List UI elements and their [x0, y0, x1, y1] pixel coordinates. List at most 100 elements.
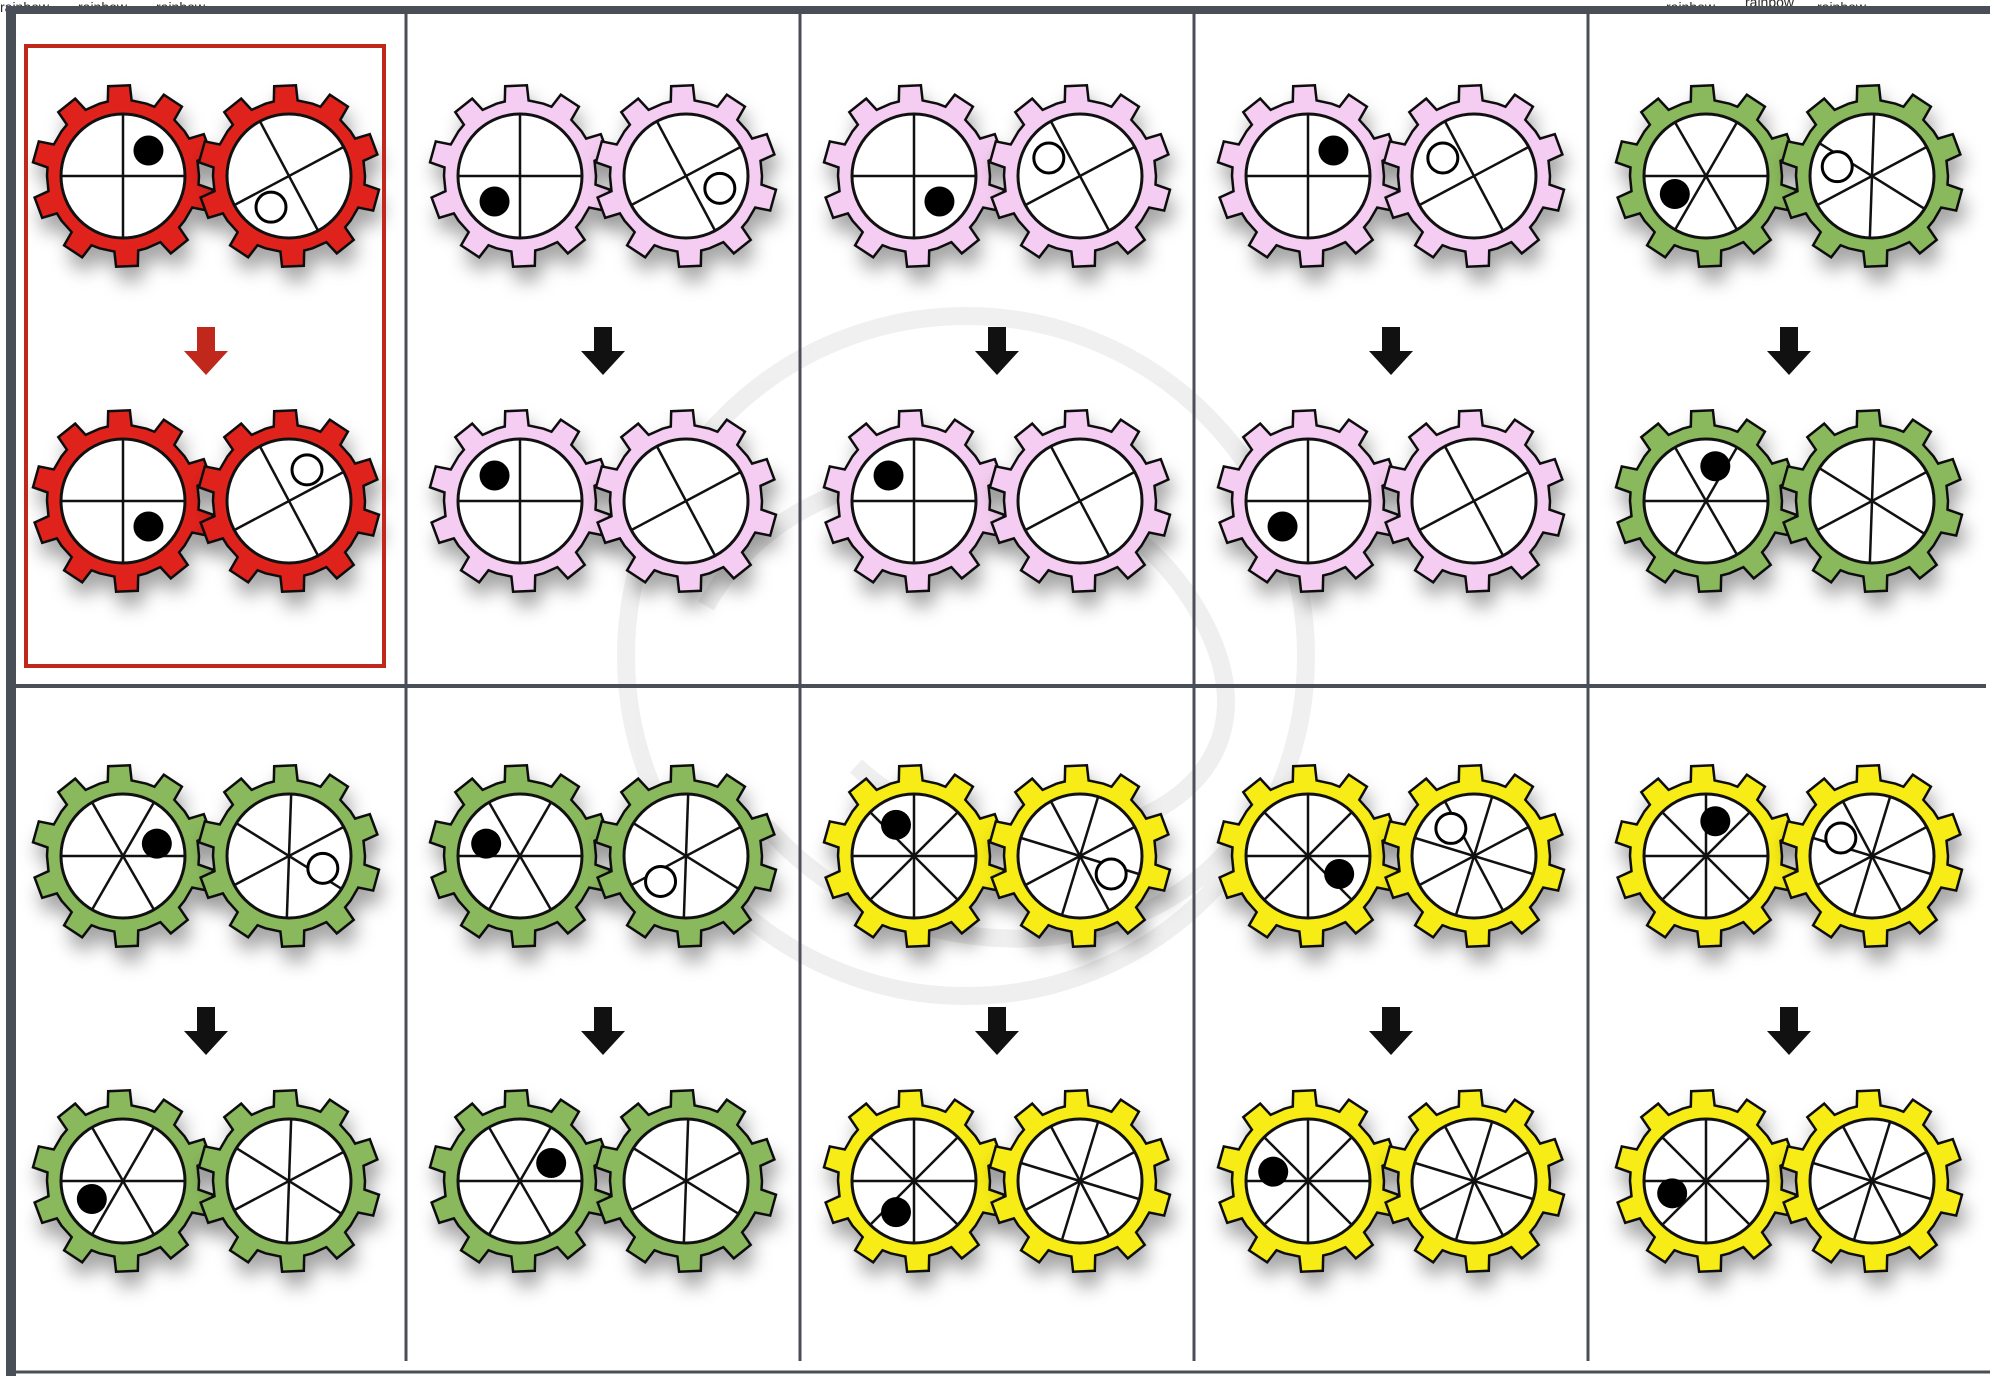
gear-spoke: [487, 801, 553, 911]
frame-left: [6, 6, 16, 1376]
gear: [1382, 409, 1566, 593]
down-arrow: [1767, 1007, 1811, 1055]
gear: [594, 764, 778, 948]
gear-spoke: [90, 801, 156, 911]
gear-spoke: [1049, 445, 1111, 557]
down-arrow: [975, 327, 1019, 375]
gear: [1216, 764, 1400, 948]
gear-spoke: [682, 793, 690, 919]
gear: [31, 84, 215, 268]
gear-puzzle-grid: [6, 6, 1990, 1376]
gear-spoke: [1852, 796, 1892, 916]
gear: [1614, 1089, 1798, 1273]
gear: [31, 1089, 215, 1273]
black-dot: [141, 828, 172, 859]
white-dot: [644, 864, 678, 898]
gear: [1780, 84, 1964, 268]
gear: [1382, 764, 1566, 948]
gear-spoke: [487, 1126, 553, 1236]
gear-spoke: [1673, 121, 1739, 231]
black-dot: [881, 809, 911, 840]
black-dot: [1659, 179, 1690, 209]
gear-spoke: [1852, 1121, 1892, 1241]
down-arrow: [1369, 1007, 1413, 1055]
black-dot: [881, 1197, 911, 1228]
gear: [822, 1089, 1006, 1273]
gear: [1780, 764, 1964, 948]
gear: [428, 1089, 612, 1273]
gear: [822, 764, 1006, 948]
black-dot: [1700, 451, 1731, 482]
gear-spoke: [1868, 438, 1876, 564]
black-dot: [479, 460, 510, 491]
puzzle-board: [6, 6, 1990, 1376]
down-arrow: [184, 327, 228, 375]
gear-spoke: [682, 1118, 690, 1244]
gear: [31, 764, 215, 948]
gear-spoke: [655, 445, 717, 557]
white-dot: [1820, 150, 1854, 184]
gear: [988, 764, 1172, 948]
gear-spoke: [1060, 1121, 1100, 1241]
gear: [594, 1089, 778, 1273]
color-label: rainbow: [1745, 0, 1795, 10]
white-dot: [306, 851, 340, 885]
black-dot: [1258, 1156, 1289, 1187]
black-dot: [1267, 511, 1298, 542]
frame-top: [6, 6, 1990, 14]
gear-spoke: [1661, 811, 1751, 901]
gear-spoke: [1263, 1136, 1353, 1226]
black-dot: [1318, 135, 1349, 166]
gear-spoke: [258, 445, 320, 557]
gear-spoke: [869, 811, 959, 901]
gear: [988, 84, 1172, 268]
gear: [1382, 1089, 1566, 1273]
gear-spoke: [1868, 113, 1876, 239]
white-dot: [1824, 821, 1858, 855]
gear: [1382, 84, 1566, 268]
gear: [428, 409, 612, 593]
black-dot: [479, 186, 510, 217]
white-dot: [1094, 857, 1128, 891]
gear: [1216, 84, 1400, 268]
gear: [1614, 409, 1798, 593]
down-arrow: [1767, 327, 1811, 375]
gear: [197, 764, 381, 948]
black-dot: [1657, 1178, 1688, 1209]
white-dot: [1032, 141, 1066, 175]
example-highlight-box: [24, 44, 386, 668]
black-dot: [133, 135, 164, 166]
gear: [31, 409, 215, 593]
gear-spoke: [90, 1126, 156, 1236]
gear: [1780, 1089, 1964, 1273]
gear-spoke: [655, 120, 717, 232]
gear-spoke: [1049, 120, 1111, 232]
white-dot: [290, 453, 324, 487]
white-dot: [1426, 141, 1460, 175]
black-dot: [471, 828, 502, 859]
gear: [1216, 409, 1400, 593]
black-dot: [76, 1184, 107, 1214]
black-dot: [873, 460, 904, 491]
gear: [1614, 764, 1798, 948]
white-dot: [703, 171, 737, 205]
gear-spoke: [258, 120, 320, 232]
gear-spoke: [1263, 811, 1353, 901]
down-arrow: [581, 327, 625, 375]
gear: [988, 1089, 1172, 1273]
gear: [428, 84, 612, 268]
gear-spoke: [1454, 1121, 1494, 1241]
down-arrow: [581, 1007, 625, 1055]
gear-spoke: [1454, 796, 1494, 916]
black-dot: [1324, 859, 1355, 889]
down-arrow: [184, 1007, 228, 1055]
gear-spoke: [1661, 1136, 1751, 1226]
gear: [1614, 84, 1798, 268]
black-dot: [133, 511, 164, 542]
gear-spoke: [1443, 120, 1505, 232]
gear-spoke: [285, 793, 293, 919]
gear: [594, 409, 778, 593]
gear: [197, 84, 381, 268]
gear: [197, 409, 381, 593]
white-dot: [1434, 811, 1468, 845]
